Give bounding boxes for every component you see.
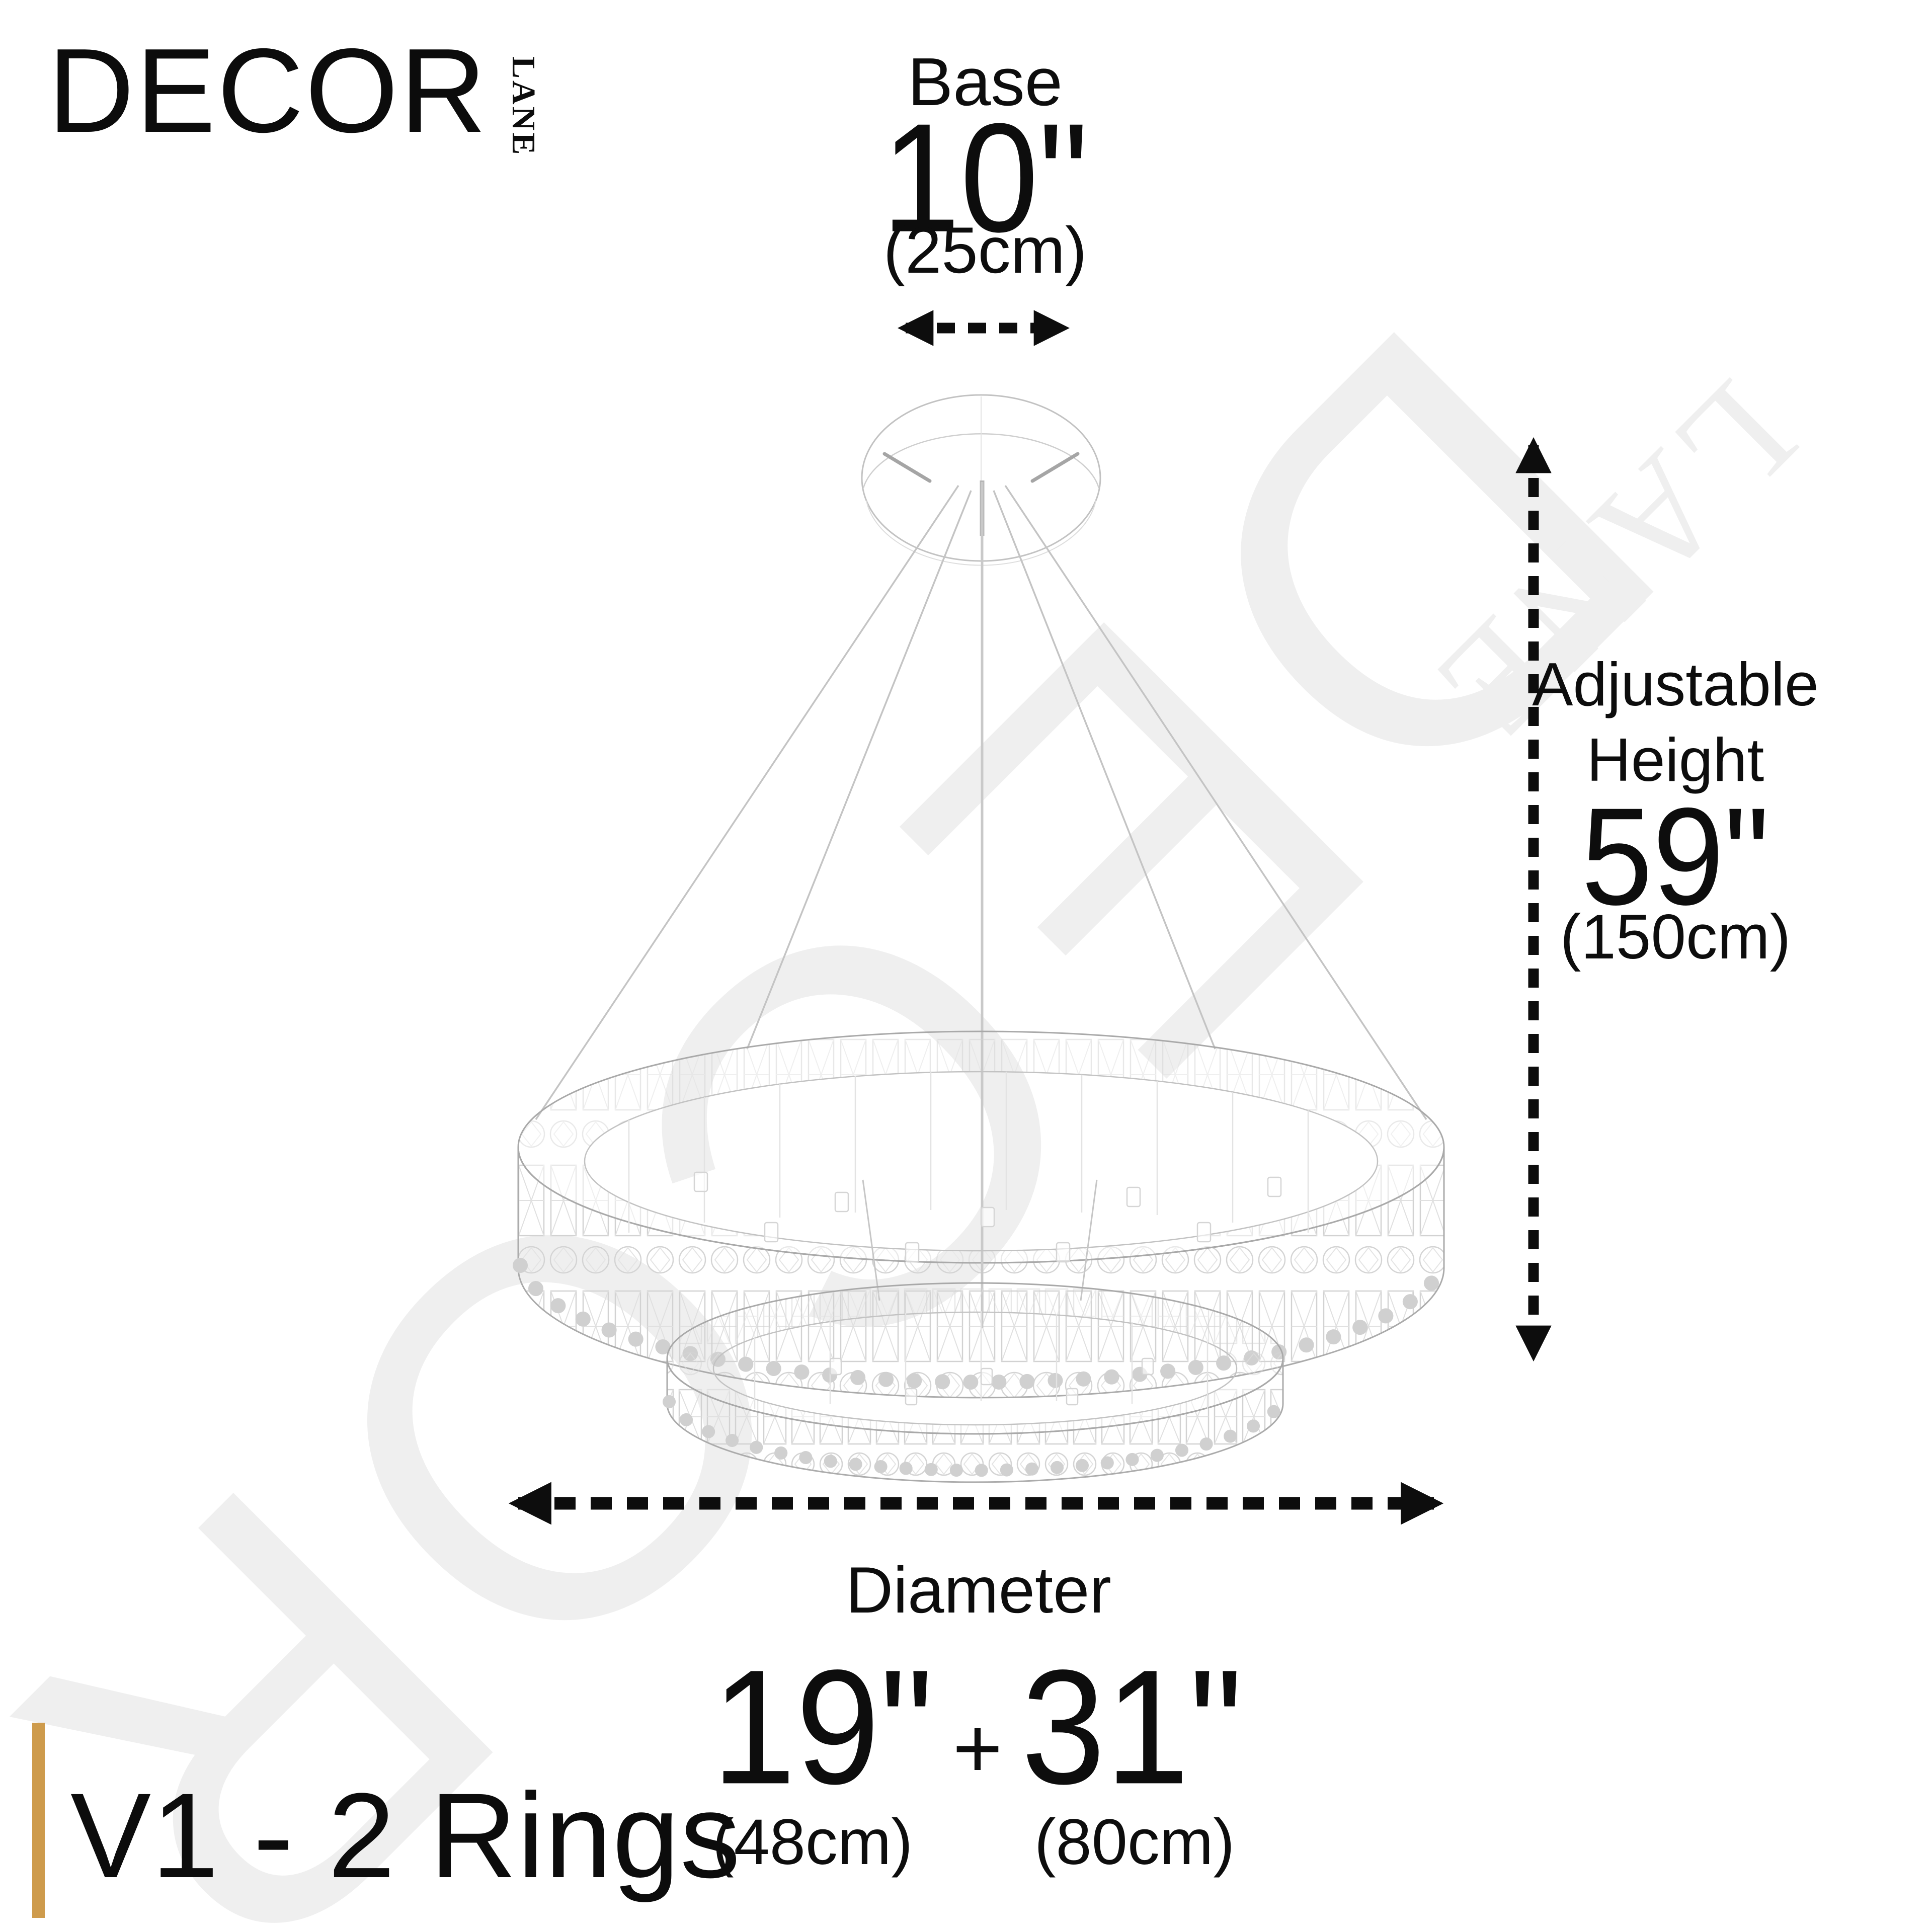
height-label-line1: Adjustable: [1532, 650, 1819, 718]
height-cm: (150cm): [1560, 902, 1791, 972]
suspension-wires: [535, 480, 1427, 1328]
height-inches: 59": [1581, 779, 1770, 934]
inner-crystal-ring: [663, 1282, 1287, 1483]
height-label: Adjustable Height: [1532, 647, 1819, 797]
brand-name: DECOR: [48, 24, 488, 157]
diameter-inner-inches: 19": [711, 1635, 934, 1818]
diameter-plus-sign: +: [952, 1701, 1003, 1796]
base-inches: 10": [881, 92, 1089, 265]
base-label: Base: [908, 44, 1063, 120]
height-label-line2: Height: [1586, 726, 1764, 794]
base-cm: (25cm): [883, 213, 1087, 287]
variant-title: V1 - 2 Rings: [70, 1768, 741, 1903]
brand-logo: DECOR: [48, 31, 488, 151]
diameter-inner-cm: (48cm): [712, 1806, 913, 1878]
diameter-label: Diameter: [846, 1553, 1111, 1627]
diameter-outer-cm: (80cm): [1034, 1806, 1235, 1878]
brand-suffix: LANE: [505, 56, 542, 157]
diameter-outer-inches: 31": [1021, 1635, 1243, 1818]
accent-bar: [32, 1723, 45, 1918]
